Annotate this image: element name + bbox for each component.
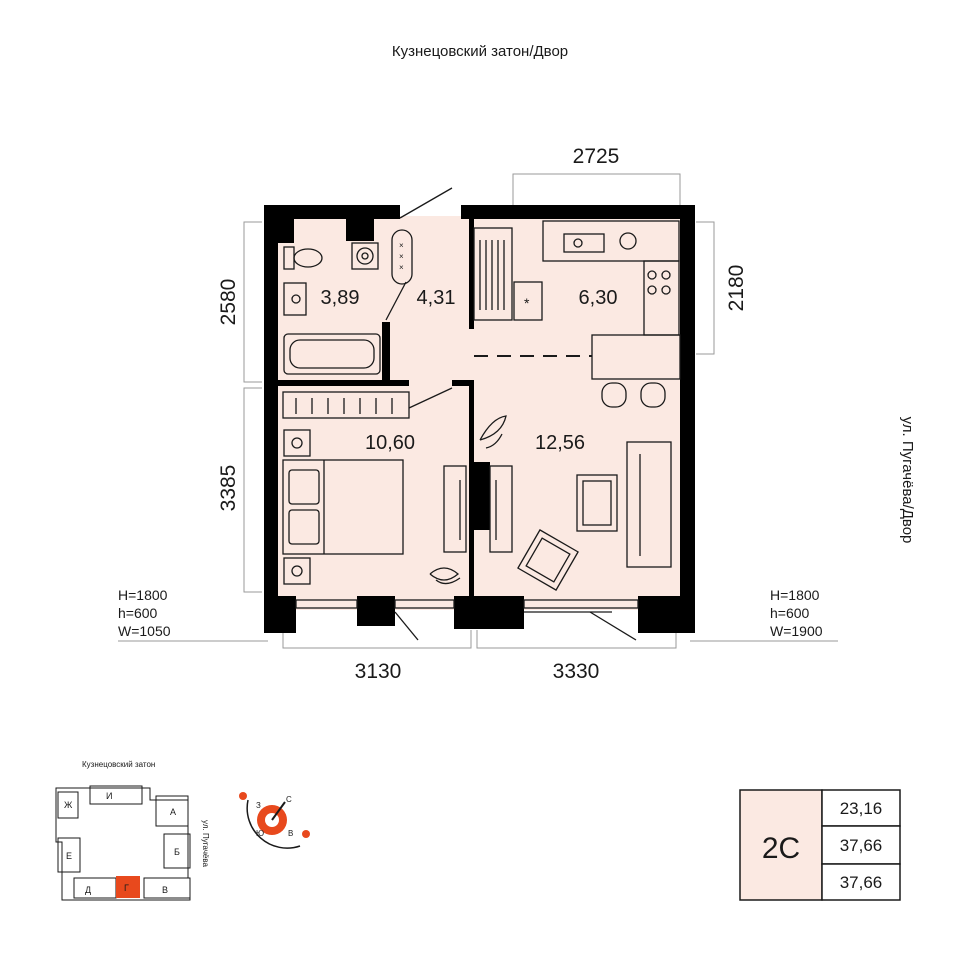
compass-n: С [286,795,292,804]
summary-table: 2С 23,16 37,66 37,66 [739,789,901,901]
dim-right-upper: 2180 [725,265,748,312]
svg-text:H=1800: H=1800 [770,587,820,603]
total-area-value: 37,66 [840,836,883,855]
dim-bottom-left: 3130 [355,660,402,683]
window-spec-right: H=1800 h=600 W=1900 [770,587,823,639]
compass-s: Ю [256,829,264,838]
svg-text:*: * [524,295,530,311]
svg-text:W=1900: W=1900 [770,623,823,639]
svg-text:А: А [170,807,176,817]
compass-w: З [256,801,261,810]
svg-text:H=1800: H=1800 [118,587,168,603]
dim-left-upper: 2580 [217,279,240,326]
svg-text:W=1050: W=1050 [118,623,171,639]
svg-text:×: × [399,252,404,261]
area-living: 12,56 [535,432,585,454]
bathroom-fixtures [283,242,381,375]
dim-top: 2725 [573,145,620,168]
svg-text:Б: Б [174,847,180,857]
total-area-value-2: 37,66 [840,873,883,892]
area-kitchen: 6,30 [579,287,618,309]
site-plan-title: Кузнецовский затон [82,760,155,769]
svg-text:Ж: Ж [64,800,73,810]
area-bedroom: 10,60 [365,432,415,454]
site-plan: Кузнецовский затон ул. Пугачёва Ж И А Е … [55,760,210,901]
svg-text:И: И [106,791,112,801]
compass: С З Ю В [239,792,310,849]
dim-left-lower: 3385 [217,465,240,512]
apartment-type: 2С [762,832,800,865]
dimension-lines [118,173,838,649]
compass-e: В [288,829,293,838]
orientation-top: Кузнецовский затон/Двор [392,43,568,60]
svg-text:В: В [162,885,168,895]
doors [295,187,639,641]
living-area-value: 23,16 [840,799,883,818]
window-spec-left: H=1800 h=600 W=1050 [118,587,171,639]
svg-text:×: × [399,263,404,272]
svg-text:×: × [399,241,404,250]
bedroom-furniture [282,391,467,585]
site-plan-street: ул. Пугачёва [201,820,210,867]
living-furniture [479,415,672,591]
floor-fill [276,216,680,610]
svg-text:Г: Г [124,883,129,893]
orientation-right: ул. Пугачёва/Двор [899,417,916,544]
svg-text:Д: Д [85,885,91,895]
svg-text:h=600: h=600 [118,605,158,621]
walls [264,205,695,633]
svg-text:Е: Е [66,851,72,861]
kitchen-fixtures [474,220,681,408]
hallway-wardrobe: × × × * [391,227,543,321]
area-hallway: 4,31 [417,287,456,309]
svg-text:h=600: h=600 [770,605,810,621]
dim-bottom-right: 3330 [553,660,600,683]
area-bathroom: 3,89 [321,287,360,309]
